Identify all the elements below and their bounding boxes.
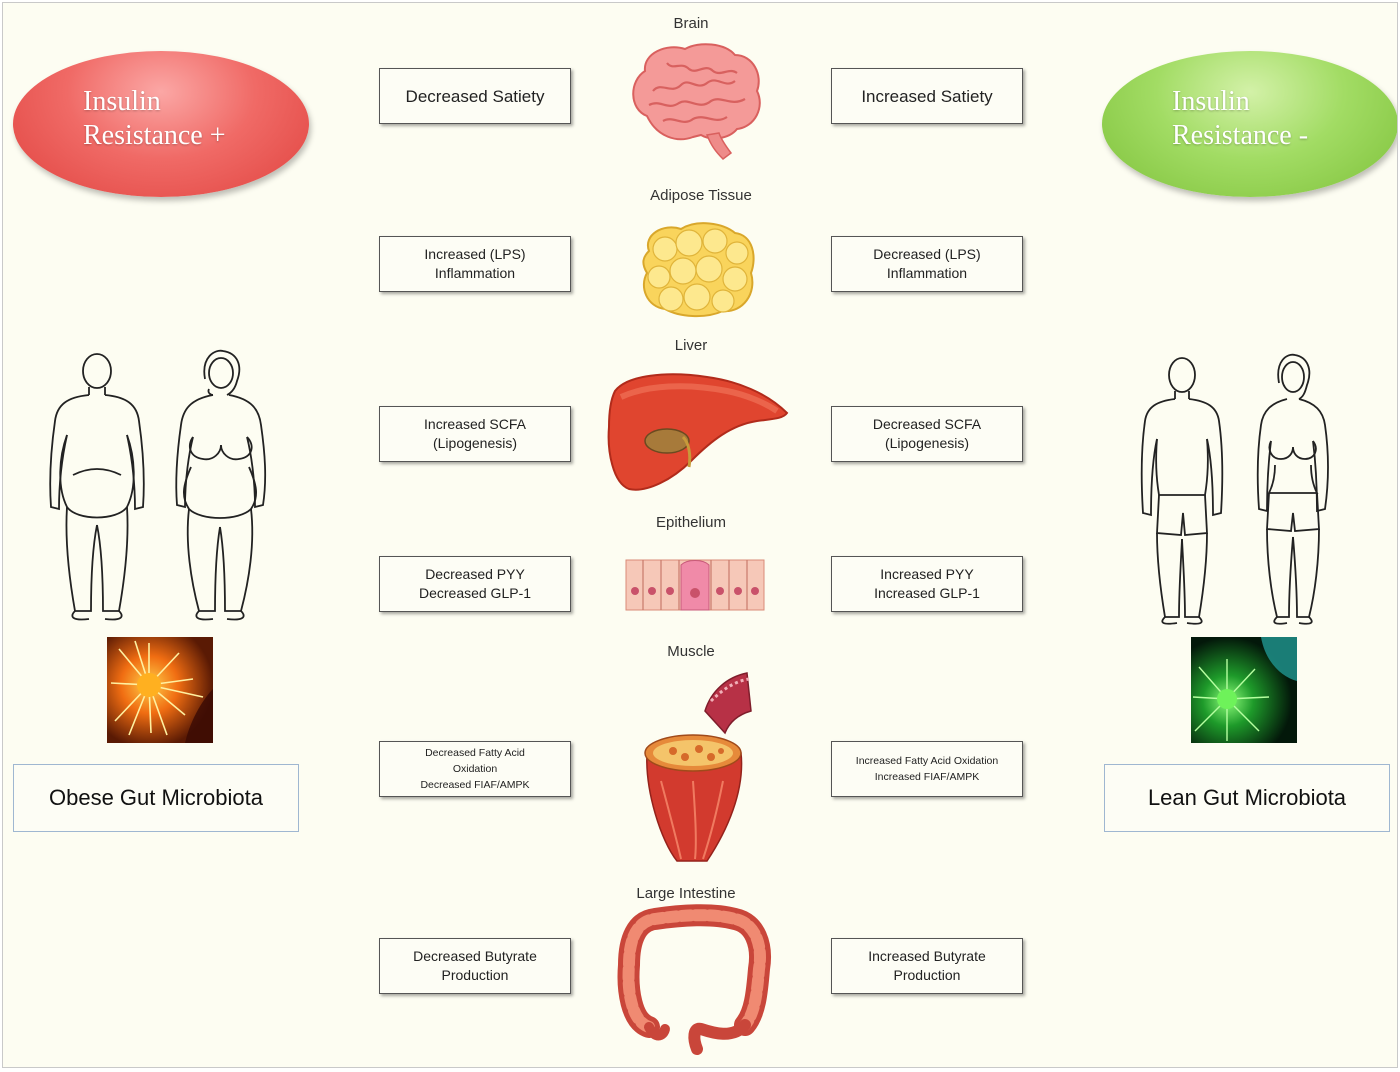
right-box-liver-line2: (Lipogenesis)	[884, 435, 970, 451]
left-box-liver: Increased SCFA (Lipogenesis)	[379, 406, 571, 462]
lean-man-icon	[1140, 357, 1224, 625]
organ-label-brain: Brain	[673, 15, 709, 32]
epithelium-icon	[625, 559, 765, 611]
insulin-resistance-negative-ellipse: Insulin Resistance -	[1102, 51, 1397, 197]
left-box-intestine-line2: Production	[441, 967, 509, 983]
left-box-muscle-line2: Oxidation	[452, 763, 498, 775]
obese-gut-microbiota-label: Obese Gut Microbiota	[13, 764, 299, 832]
right-box-brain-line: Increased Satiety	[861, 86, 993, 106]
obese-gut-microbiota-text: Obese Gut Microbiota	[49, 785, 263, 810]
right-box-intestine-line2: Production	[893, 967, 961, 983]
lean-gut-microbiota-text: Lean Gut Microbiota	[1147, 785, 1347, 810]
ellipse-right-line1: Insulin	[1172, 86, 1250, 117]
left-box-liver-line1: Increased SCFA	[424, 416, 526, 432]
left-box-liver-line2: (Lipogenesis)	[432, 435, 518, 451]
right-box-muscle-line1: Increased Fatty Acid Oxidation	[855, 755, 999, 767]
organ-label-muscle: Muscle	[667, 643, 715, 660]
organ-label-epithelium: Epithelium	[655, 514, 727, 531]
left-box-brain-line: Decreased Satiety	[405, 86, 545, 106]
right-box-adipose-line1: Decreased (LPS)	[873, 246, 981, 262]
organ-label-liver: Liver	[674, 337, 708, 354]
adipose-tissue-icon	[642, 222, 755, 317]
obese-woman-icon	[175, 349, 267, 621]
right-box-intestine-line1: Increased Butyrate	[868, 948, 986, 964]
ellipse-right-line2: Resistance -	[1172, 120, 1309, 151]
ellipse-left-line2: Resistance +	[83, 120, 226, 151]
left-box-muscle-line1: Decreased Fatty Acid	[425, 747, 525, 759]
obese-microbiota-image	[107, 637, 213, 743]
left-box-adipose-line1: Increased (LPS)	[424, 246, 526, 262]
right-box-liver-line1: Decreased SCFA	[872, 416, 982, 432]
right-box-muscle-line2: Increased FIAF/AMPK	[874, 771, 980, 783]
right-box-adipose-line2: Inflammation	[886, 265, 968, 281]
large-intestine-icon	[617, 904, 771, 1055]
left-box-muscle-line3: Decreased FIAF/AMPK	[420, 779, 530, 791]
left-box-adipose-line2: Inflammation	[434, 265, 516, 281]
liver-icon	[607, 373, 789, 491]
organ-label-adipose: Adipose Tissue	[650, 187, 752, 204]
left-box-epithelium-line2: Decreased GLP-1	[418, 585, 532, 601]
right-box-adipose: Decreased (LPS) Inflammation	[831, 236, 1023, 292]
lean-woman-icon	[1256, 353, 1329, 625]
insulin-resistance-positive-ellipse: Insulin Resistance +	[13, 51, 309, 197]
left-box-adipose: Increased (LPS) Inflammation	[379, 236, 571, 292]
left-box-brain: Decreased Satiety	[379, 68, 571, 124]
brain-icon	[632, 43, 761, 160]
ellipse-left-line1: Insulin	[83, 86, 161, 117]
lean-gut-microbiota-label: Lean Gut Microbiota	[1104, 764, 1390, 832]
right-box-epithelium-line2: Increased GLP-1	[874, 585, 980, 601]
right-box-liver: Decreased SCFA (Lipogenesis)	[831, 406, 1023, 462]
left-box-intestine-line1: Decreased Butyrate	[413, 948, 537, 964]
left-box-epithelium-line1: Decreased PYY	[425, 566, 525, 582]
muscle-icon	[644, 672, 752, 862]
lean-microbiota-image	[1191, 637, 1297, 743]
right-box-brain: Increased Satiety	[831, 68, 1023, 124]
left-box-epithelium: Decreased PYY Decreased GLP-1	[379, 556, 571, 612]
obese-man-icon	[49, 353, 145, 621]
right-box-epithelium: Increased PYY Increased GLP-1	[831, 556, 1023, 612]
right-box-epithelium-line1: Increased PYY	[880, 566, 974, 582]
organ-label-large-intestine: Large Intestine	[636, 885, 736, 902]
